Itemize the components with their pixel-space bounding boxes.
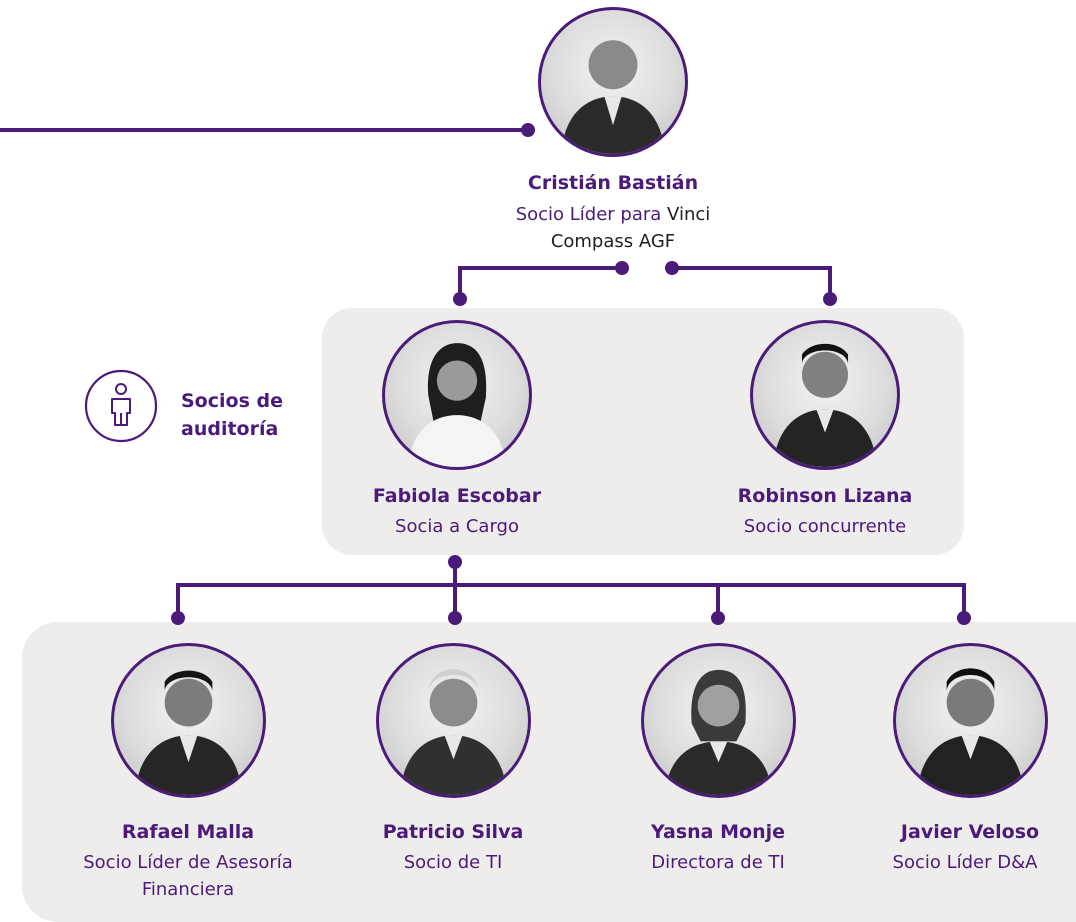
person-portrait-icon xyxy=(641,643,796,798)
person-portrait-icon xyxy=(382,320,532,470)
top-role-part1: Socio Líder para xyxy=(515,204,668,225)
specialist-role-line1: Socio Líder de Asesoría xyxy=(83,852,293,873)
specialist-role: Socio de TI xyxy=(403,852,503,873)
top-person-name: Cristián Bastián xyxy=(527,172,699,194)
connector-dot xyxy=(448,611,462,625)
partner-name: Fabiola Escobar xyxy=(372,485,542,507)
group-label: Socios de auditoría xyxy=(181,387,311,443)
person-portrait-icon xyxy=(376,643,531,798)
specialist-name: Javier Veloso xyxy=(900,821,1040,843)
connector-dot xyxy=(711,611,725,625)
person-portrait-icon xyxy=(750,320,900,470)
specialist-name: Patricio Silva xyxy=(382,821,524,843)
connector-dot xyxy=(957,611,971,625)
connector-dot xyxy=(453,292,467,306)
person-portrait-icon xyxy=(111,643,266,798)
specialist-name: Rafael Malla xyxy=(121,821,255,843)
top-role-part2: Vinci xyxy=(667,204,711,225)
specialist-role: Socio Líder D&A xyxy=(892,852,1038,873)
connector-dot xyxy=(823,292,837,306)
connector-dot xyxy=(615,261,629,275)
connector-dot xyxy=(665,261,679,275)
group-label-line1: Socios de xyxy=(181,390,283,412)
connector-dot xyxy=(521,123,535,137)
specialist-role-line2: Financiera xyxy=(141,879,235,900)
person-portrait-icon xyxy=(538,7,688,157)
person-icon xyxy=(84,369,158,443)
connector-dot xyxy=(171,611,185,625)
partner-role: Socio concurrente xyxy=(743,516,907,537)
top-person-role: Socio Líder para Vinci Compass AGF xyxy=(473,201,753,255)
specialist-role: Directora de TI xyxy=(651,852,785,873)
specialist-name: Yasna Monje xyxy=(651,821,785,843)
partner-name: Robinson Lizana xyxy=(737,485,913,507)
top-role-line2: Compass AGF xyxy=(550,231,676,252)
partner-role: Socia a Cargo xyxy=(395,516,519,537)
group-label-line2: auditoría xyxy=(181,418,279,440)
person-portrait-icon xyxy=(893,643,1048,798)
connector-dot xyxy=(448,555,462,569)
specialist-role: Socio Líder de Asesoría Financiera xyxy=(48,849,328,903)
